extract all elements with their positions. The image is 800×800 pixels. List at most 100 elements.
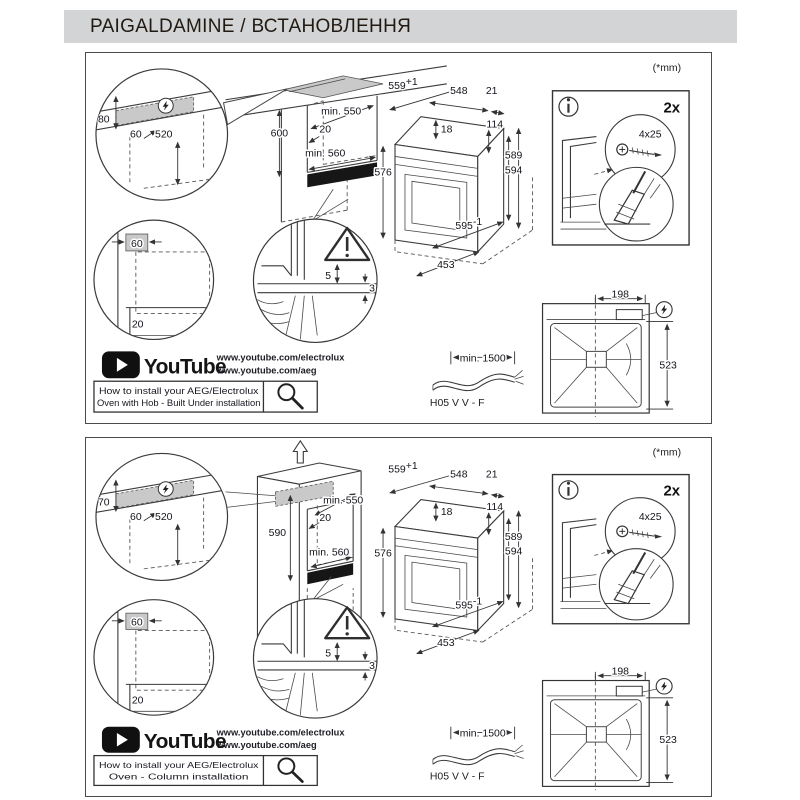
- corner-detail-callout: 60 20: [93, 599, 215, 716]
- screw-detail-circle: 4x25: [604, 497, 676, 566]
- youtube-block: YouTube www.youtube.com/electrolux www.y…: [93, 351, 346, 413]
- shelf-warning-callout: 5 3: [252, 218, 378, 344]
- dim-oven-front-width: 595-1: [455, 597, 482, 612]
- corner-detail-callout: 60 20: [93, 219, 215, 341]
- dim-corner-inset: 60: [131, 618, 143, 629]
- dim-cabinet-width: min. 560: [305, 148, 345, 159]
- dim-oven-body-height: 576: [374, 549, 392, 560]
- dim-cabinet-height: 600: [271, 129, 289, 140]
- dim-oven-body-height: 576: [374, 167, 392, 178]
- dim-niche-top: 70: [98, 498, 110, 509]
- page-title: PAIGALDAMINE / ВСТАНОВЛЕННЯ: [64, 10, 737, 43]
- dim-oven-height-a: 589: [505, 532, 523, 543]
- rear-offset: 198: [612, 667, 630, 678]
- dim-niche-top: 80: [98, 115, 110, 126]
- rear-height: 523: [659, 735, 677, 746]
- cable-type: H05 V V - F: [430, 398, 485, 409]
- hob-cutout: [283, 75, 384, 99]
- power-cable-drawing: min. 1500 H05 V V - F: [430, 726, 524, 783]
- dim-oven-front-panel: 114: [486, 502, 503, 513]
- oven-drawing: 559+1 548 21 18 114 589 594 576 595-1 45…: [373, 459, 534, 655]
- dim-oven-top-depth: 548: [450, 86, 468, 97]
- dim-cabinet-depth: min. 550: [323, 496, 363, 507]
- dim-cabinet-depth: min. 550: [321, 107, 361, 118]
- callout-pointer: [222, 88, 288, 126]
- youtube-block: YouTube www.youtube.com/electrolux www.y…: [93, 726, 345, 787]
- warning-triangle-icon: [324, 226, 371, 262]
- dim-oven-rear-gap: 21: [486, 470, 498, 481]
- cabinet-drawing: 600 min. 550 20 min. 560: [269, 95, 378, 223]
- units-note: (*mm): [653, 63, 681, 74]
- video-caption-line2: Oven with Hob - Built Under installation: [97, 398, 261, 408]
- dim-oven-top-inset: 18: [441, 125, 453, 136]
- dim-oven-height-a: 589: [505, 150, 523, 161]
- mounting-info-box: 2x 4x25: [551, 90, 690, 246]
- dim-oven-height-b: 594: [505, 165, 523, 176]
- bracket-detail-circle: [598, 548, 674, 621]
- info-icon: [558, 96, 579, 117]
- dim-corner-inset: 60: [131, 239, 143, 250]
- warning-triangle-icon: [324, 606, 371, 640]
- screw-qty: 2x: [663, 100, 680, 117]
- dim-niche-width: 520: [155, 512, 173, 523]
- magnifier-icon: [277, 383, 304, 410]
- dim-oven-top-width: 559+1: [388, 461, 418, 476]
- rear-offset: 198: [612, 290, 630, 301]
- up-arrow-icon: [292, 439, 309, 464]
- dim-niche-width: 520: [155, 130, 173, 141]
- screw-qty: 2x: [663, 484, 680, 500]
- worktop-drawing: [222, 65, 447, 126]
- units-note: (*mm): [653, 447, 681, 458]
- dim-cabinet-gap: 20: [319, 125, 331, 136]
- oven-rear-view: 198 523: [541, 288, 679, 418]
- youtube-brand: YouTube: [144, 355, 226, 378]
- magnifier-icon: [277, 757, 304, 783]
- mounting-info-box: 2x 4x25: [551, 473, 690, 625]
- video-caption-line1: How to install your AEG/Electrolux: [99, 386, 259, 396]
- oven-rear-view: 198 523: [541, 665, 679, 791]
- dim-cabinet-width: min. 560: [309, 548, 349, 559]
- niche-front-strip: [307, 563, 354, 585]
- dim-niche-side: 60: [130, 512, 142, 523]
- page-title-text: PAIGALDAMINE / ВСТАНОВЛЕННЯ: [90, 16, 412, 37]
- dim-shelf-gap-top: 5: [325, 649, 331, 660]
- dim-oven-rear-gap: 21: [486, 86, 498, 97]
- dim-oven-top-width: 559+1: [388, 77, 418, 92]
- screw-size: 4x25: [639, 130, 662, 141]
- video-caption-line1: How to install your AEG/Electrolux: [99, 760, 259, 770]
- dim-shelf-gap-top: 5: [325, 271, 331, 282]
- dim-cabinet-height: 590: [269, 528, 287, 539]
- dim-oven-height-b: 594: [505, 547, 523, 558]
- column-cabinet-drawing: 590 min. 550 20 min. 560: [225, 439, 365, 649]
- column-diagram: (*mm) 590 min. 550 20 min. 560: [93, 439, 690, 791]
- dim-oven-base-depth: 453: [437, 260, 455, 271]
- cable-type: H05 V V - F: [430, 772, 485, 783]
- dim-shelf-gap-bottom: 3: [369, 284, 375, 295]
- panel-built-under: (*mm) 80 60: [85, 52, 712, 424]
- built-under-diagram: (*mm) 80 60: [93, 63, 690, 418]
- dim-shelf-gap-bottom: 3: [369, 661, 375, 672]
- dim-corner-plinth: 20: [132, 320, 144, 331]
- electrical-bolt-icon: [157, 97, 174, 114]
- cable-length: min. 1500: [460, 728, 506, 739]
- dim-cabinet-gap: 20: [319, 513, 331, 524]
- power-cable-drawing: min. 1500 H05 V V - F: [430, 351, 524, 409]
- dim-oven-base-depth: 453: [437, 638, 455, 649]
- niche-detail-callout: 70 60 520: [95, 452, 229, 582]
- dim-niche-side: 60: [130, 130, 142, 141]
- youtube-url-electrolux: www.youtube.com/electrolux: [216, 352, 346, 362]
- youtube-url-aeg: www.youtube.com/aeg: [216, 365, 317, 375]
- rear-bolt-icon: [642, 678, 673, 695]
- info-icon: [558, 480, 579, 500]
- bracket-detail-circle: [598, 166, 674, 242]
- youtube-url-electrolux: www.youtube.com/electrolux: [216, 728, 345, 738]
- dim-corner-plinth: 20: [132, 696, 144, 707]
- video-caption-line2: Oven - Column installation: [109, 772, 249, 782]
- cable-length: min. 1500: [460, 353, 506, 364]
- shelf-warning-callout: 5 3: [252, 598, 378, 719]
- youtube-logo-icon: [101, 351, 140, 379]
- dim-oven-top-inset: 18: [441, 507, 453, 518]
- youtube-logo-icon: [101, 726, 140, 753]
- rear-bolt-icon: [642, 301, 673, 319]
